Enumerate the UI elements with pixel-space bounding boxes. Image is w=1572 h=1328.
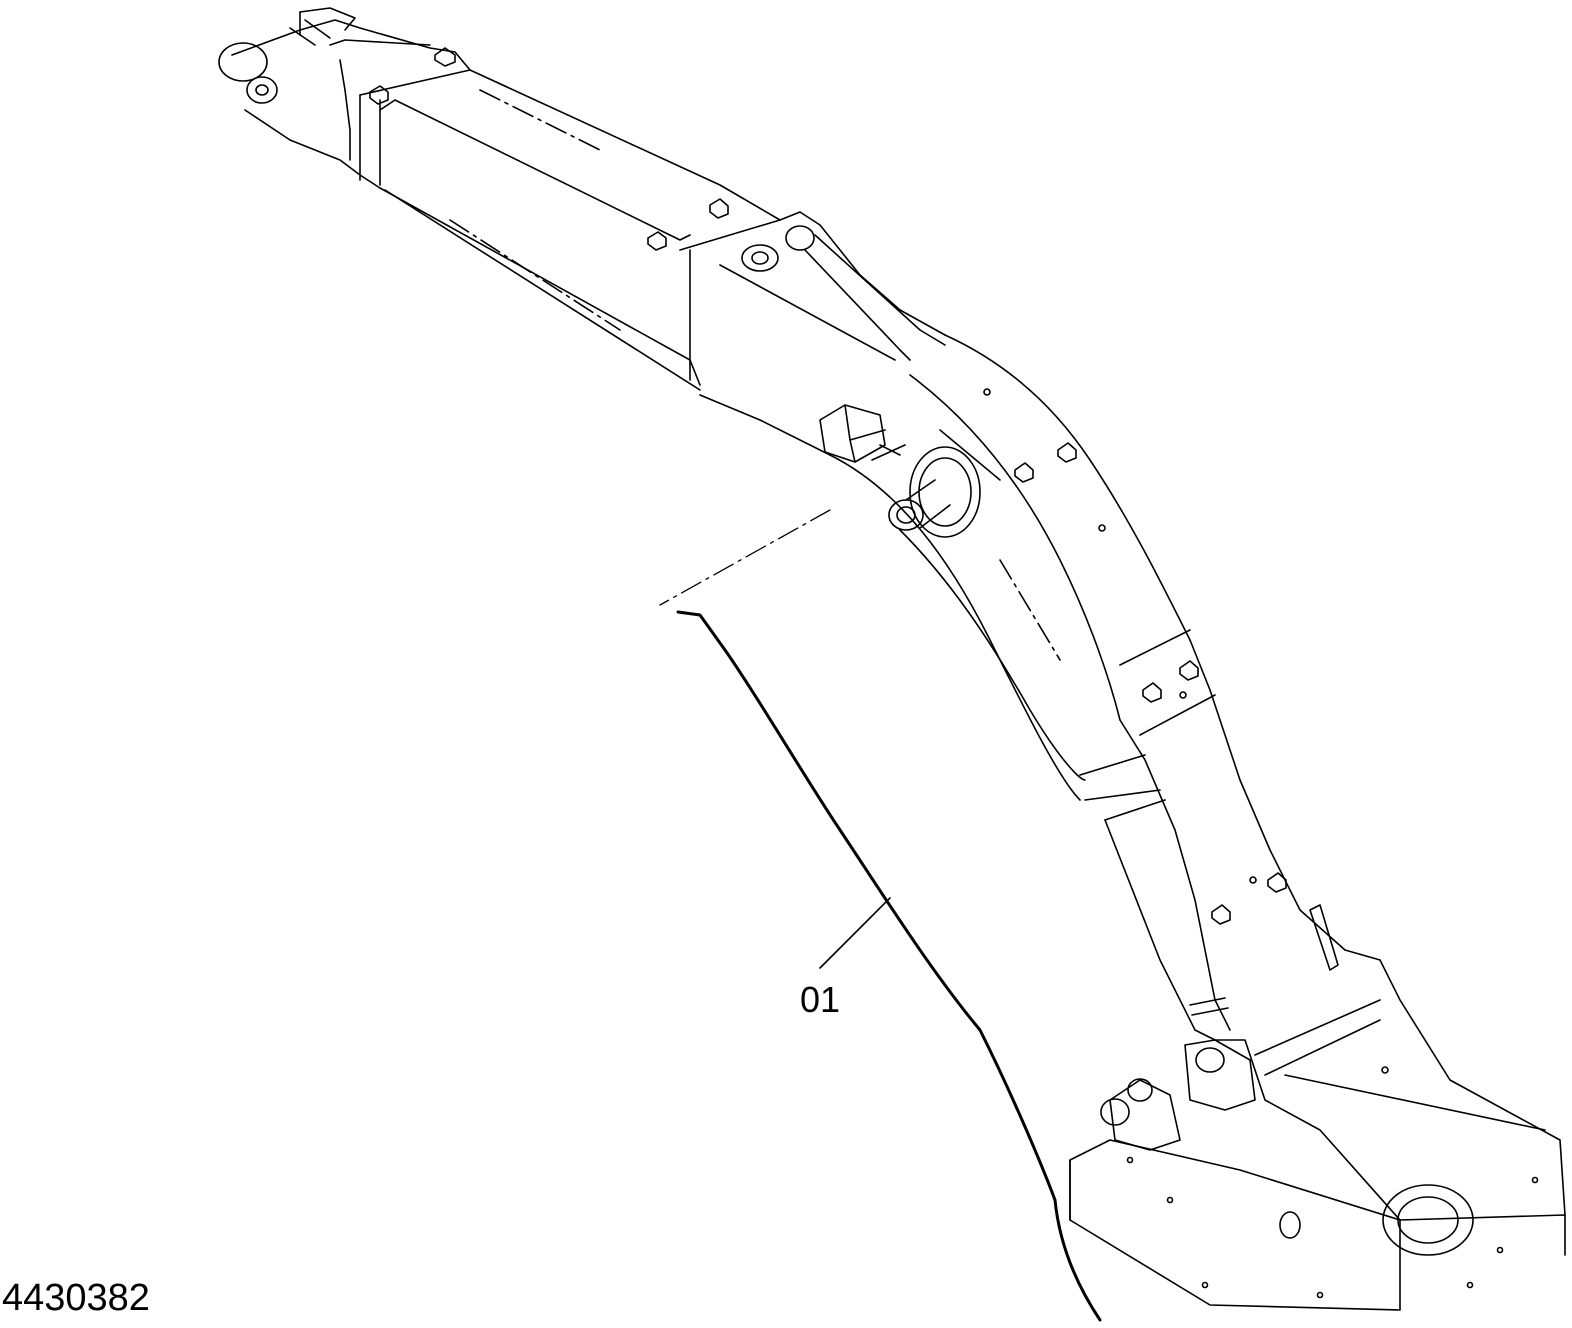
boom-cylinder-bracket — [719, 211, 946, 361]
boom-foot-base — [1069, 949, 1566, 1311]
wire-harness — [659, 509, 1102, 1322]
foot-pin-left-icon — [1100, 1098, 1130, 1126]
cylinder-pin-icon — [741, 244, 779, 272]
callout-label: 01 — [800, 979, 840, 1020]
slew-ring-icon — [1382, 1184, 1474, 1256]
boom-upper-section — [359, 47, 831, 456]
boom-curved-body — [829, 334, 1346, 1041]
head-pin-icon — [218, 42, 268, 82]
boom — [218, 7, 1346, 1041]
side-pin-icon — [888, 499, 924, 531]
boom-head — [218, 7, 471, 176]
boom-side-boss — [819, 404, 981, 538]
foot-pin-right-icon — [1195, 1047, 1225, 1073]
callout-leader-line — [819, 897, 891, 969]
drawing-number: 4430382 — [2, 1277, 150, 1319]
